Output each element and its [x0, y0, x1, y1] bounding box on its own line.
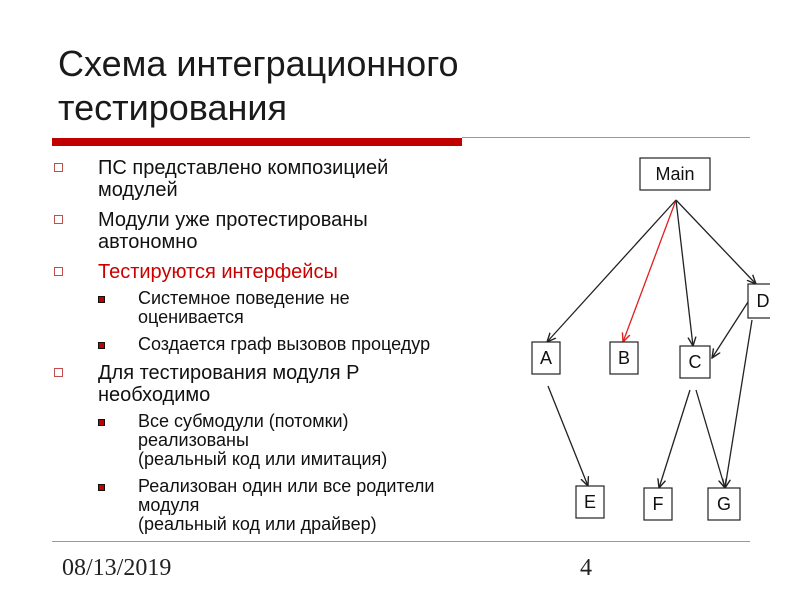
hollow-square-bullet-icon	[54, 163, 63, 172]
bullet-text: необходимо	[98, 384, 211, 406]
node-box	[531, 341, 561, 375]
node-label: D	[757, 291, 770, 311]
node-label: B	[618, 348, 630, 368]
sub-bullet-text: реализованы	[138, 430, 249, 450]
edge-main-to-a	[547, 199, 677, 342]
sub-bullet-text: модуля	[138, 495, 200, 515]
node-box	[575, 485, 605, 519]
node-label: Main	[655, 164, 694, 184]
node-label: C	[689, 352, 702, 372]
bullet-text: Тестируются интерфейсы	[98, 261, 338, 283]
filled-square-bullet-icon	[98, 419, 105, 426]
bullet-text: ПС представлено композицией	[98, 157, 389, 179]
edge-d-to-c	[712, 301, 749, 358]
sub-bullet-text: Все субмодули (потомки)	[138, 411, 349, 431]
bullet-text: автономно	[98, 231, 198, 253]
bullet-text: Модули уже протестированы	[98, 209, 368, 231]
sub-bullet-item: Создается граф вызовов процедур	[98, 335, 538, 354]
edge-c-to-f	[659, 389, 691, 488]
edge-d-to-g	[725, 319, 753, 488]
title-divider	[462, 137, 750, 138]
sub-bullet-item: Все субмодули (потомки)реализованы(реаль…	[98, 412, 538, 469]
slide-title-line: Схема интеграционного	[58, 43, 459, 84]
sub-bullet-text: Создается граф вызовов процедур	[138, 334, 431, 354]
filled-square-bullet-icon	[98, 296, 105, 303]
node-box	[639, 157, 711, 191]
node-b: B	[609, 341, 639, 375]
node-label: E	[584, 492, 596, 512]
hollow-square-bullet-icon	[54, 215, 63, 224]
filled-square-bullet-icon	[98, 342, 105, 349]
node-a: A	[531, 341, 561, 375]
sub-bullet-text: Реализован один или все родители	[138, 476, 435, 496]
hollow-square-bullet-icon	[54, 368, 63, 377]
node-c: C	[679, 345, 711, 379]
bullet-text: модулей	[98, 179, 178, 201]
node-box	[679, 345, 711, 379]
sub-bullet-text: (реальный код или имитация)	[138, 449, 388, 469]
node-box	[747, 283, 770, 319]
edge-c-to-g	[695, 389, 725, 488]
filled-square-bullet-icon	[98, 484, 105, 491]
slide-title: Схема интеграционного тестирования	[58, 42, 578, 130]
node-label: A	[540, 348, 552, 368]
sub-bullet-text: Системное поведение не	[138, 288, 350, 308]
node-main: Main	[639, 157, 711, 191]
bullet-text: Для тестирования модуля P	[98, 362, 360, 384]
node-label: G	[717, 494, 731, 514]
title-accent-bar	[52, 138, 462, 146]
edge-main-to-b	[623, 199, 677, 342]
page-number: 4	[580, 555, 592, 581]
edge-a-to-e	[547, 385, 588, 486]
node-d: D	[747, 283, 770, 319]
edge-main-to-d	[675, 199, 756, 284]
node-box	[643, 487, 673, 521]
sub-bullet-text: (реальный код или драйвер)	[138, 514, 377, 534]
node-box	[707, 487, 741, 521]
footer-divider	[52, 541, 750, 542]
node-f: F	[643, 487, 673, 521]
sub-bullet-text: оценивается	[138, 307, 244, 327]
hollow-square-bullet-icon	[54, 267, 63, 276]
node-g: G	[707, 487, 741, 521]
sub-bullet-list: Все субмодули (потомки)реализованы(реаль…	[98, 412, 538, 534]
node-e: E	[575, 485, 605, 519]
node-box	[609, 341, 639, 375]
footer-date: 08/13/2019	[62, 555, 172, 581]
slide-title-line: тестирования	[58, 87, 287, 128]
edge-main-to-c	[675, 199, 693, 346]
node-label: F	[653, 494, 664, 514]
